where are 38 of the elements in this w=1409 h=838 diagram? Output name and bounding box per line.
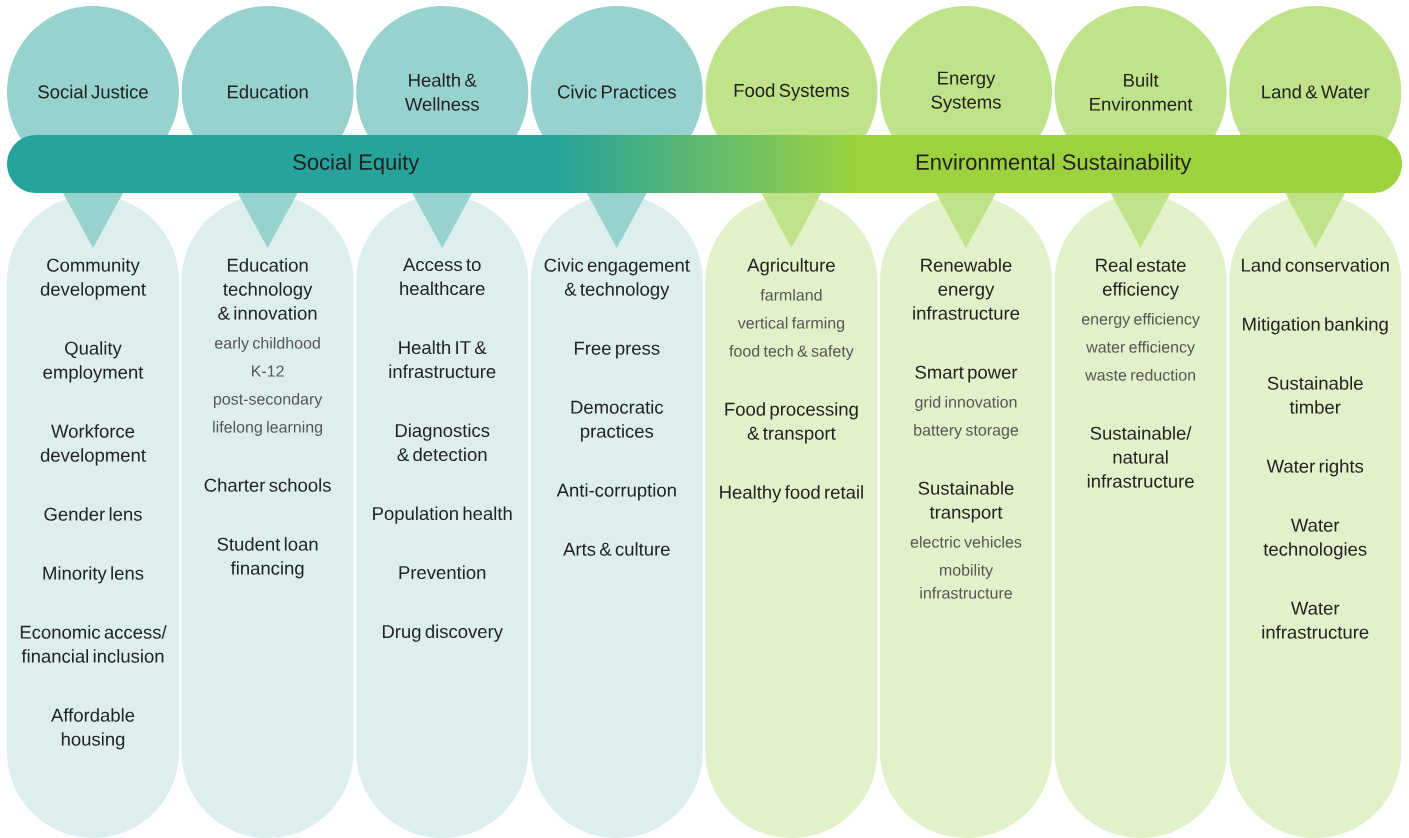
node-label: Food processing & transport [725, 402, 858, 444]
node-label: Access to healthcare [400, 258, 485, 296]
node-label: lifelong learning [213, 421, 323, 436]
node-label: Education technology & innovation [218, 258, 317, 320]
node-label: post-secondary [213, 393, 323, 408]
node-label: water efficiency [1086, 341, 1195, 356]
node-label: Agriculture [747, 258, 835, 276]
node-label: energy efficiency [1081, 313, 1200, 328]
node-label: Real estate efficiency [1096, 258, 1186, 300]
node-label: Democratic practices [571, 400, 664, 442]
node-label: Free press [575, 341, 660, 359]
category-column: Renewable energy infrastructure Smart power grid innovation battery storage Sustainable transport electric vehicles mobility infrastructure [880, 195, 1052, 838]
category-column: Access to healthcare Health IT & infrastructure Diagnostics & detection Population health Prevention Drug discovery [356, 195, 529, 838]
node-label: Health IT & infrastructure [389, 340, 496, 379]
node-label: Arts & culture [563, 542, 670, 556]
node-label: Civic engagement & technology [544, 258, 690, 300]
category-column: Education technology & innovation early childhood K-12 post-secondary lifelong learning Charter schools Student loan financing [181, 195, 354, 838]
node-label: farmland [760, 289, 822, 301]
node-label: Diagnostics & detection [395, 423, 490, 462]
node-label: Charter schools [204, 478, 331, 492]
category-column: Agriculture farmland vertical farming food tech & safety Food processing & transport Healthy food retail [705, 195, 878, 838]
node-label: Student loan financing [217, 537, 318, 579]
node-label: Drug discovery [382, 624, 503, 642]
category-column: Real estate efficiency energy efficiency water efficiency waste reduction Sustainable/ natural infrastructure [1054, 195, 1227, 838]
node-label: Healthy food retail [720, 485, 863, 503]
category-column: Civic engagement & technology Free press Democratic practices Anti-corruption Arts & culture [530, 195, 703, 838]
node-label: Prevention [399, 565, 486, 580]
node-label: vertical farming [737, 317, 845, 332]
node-label: K-12 [252, 365, 284, 377]
gradient-band: Social Equity Environmental Sustainability [7, 135, 1402, 193]
node-label: Population health [373, 506, 512, 524]
node-label: Anti-corruption [556, 483, 676, 501]
category-column: Community development Quality employment Workforce development Gender lens Minority lens Economic access/ financial inclusion Affordable housing [7, 195, 179, 838]
node-label: food tech & safety [729, 345, 854, 360]
category-column: Land conservation Mitigation banking Sustainable timber Water rights Water technologies Water infrastructure [1229, 195, 1402, 838]
node-label: early childhood [215, 337, 320, 352]
node-label: waste reduction [1085, 369, 1196, 381]
node-label: Sustainable/ natural infrastructure [1087, 426, 1194, 488]
